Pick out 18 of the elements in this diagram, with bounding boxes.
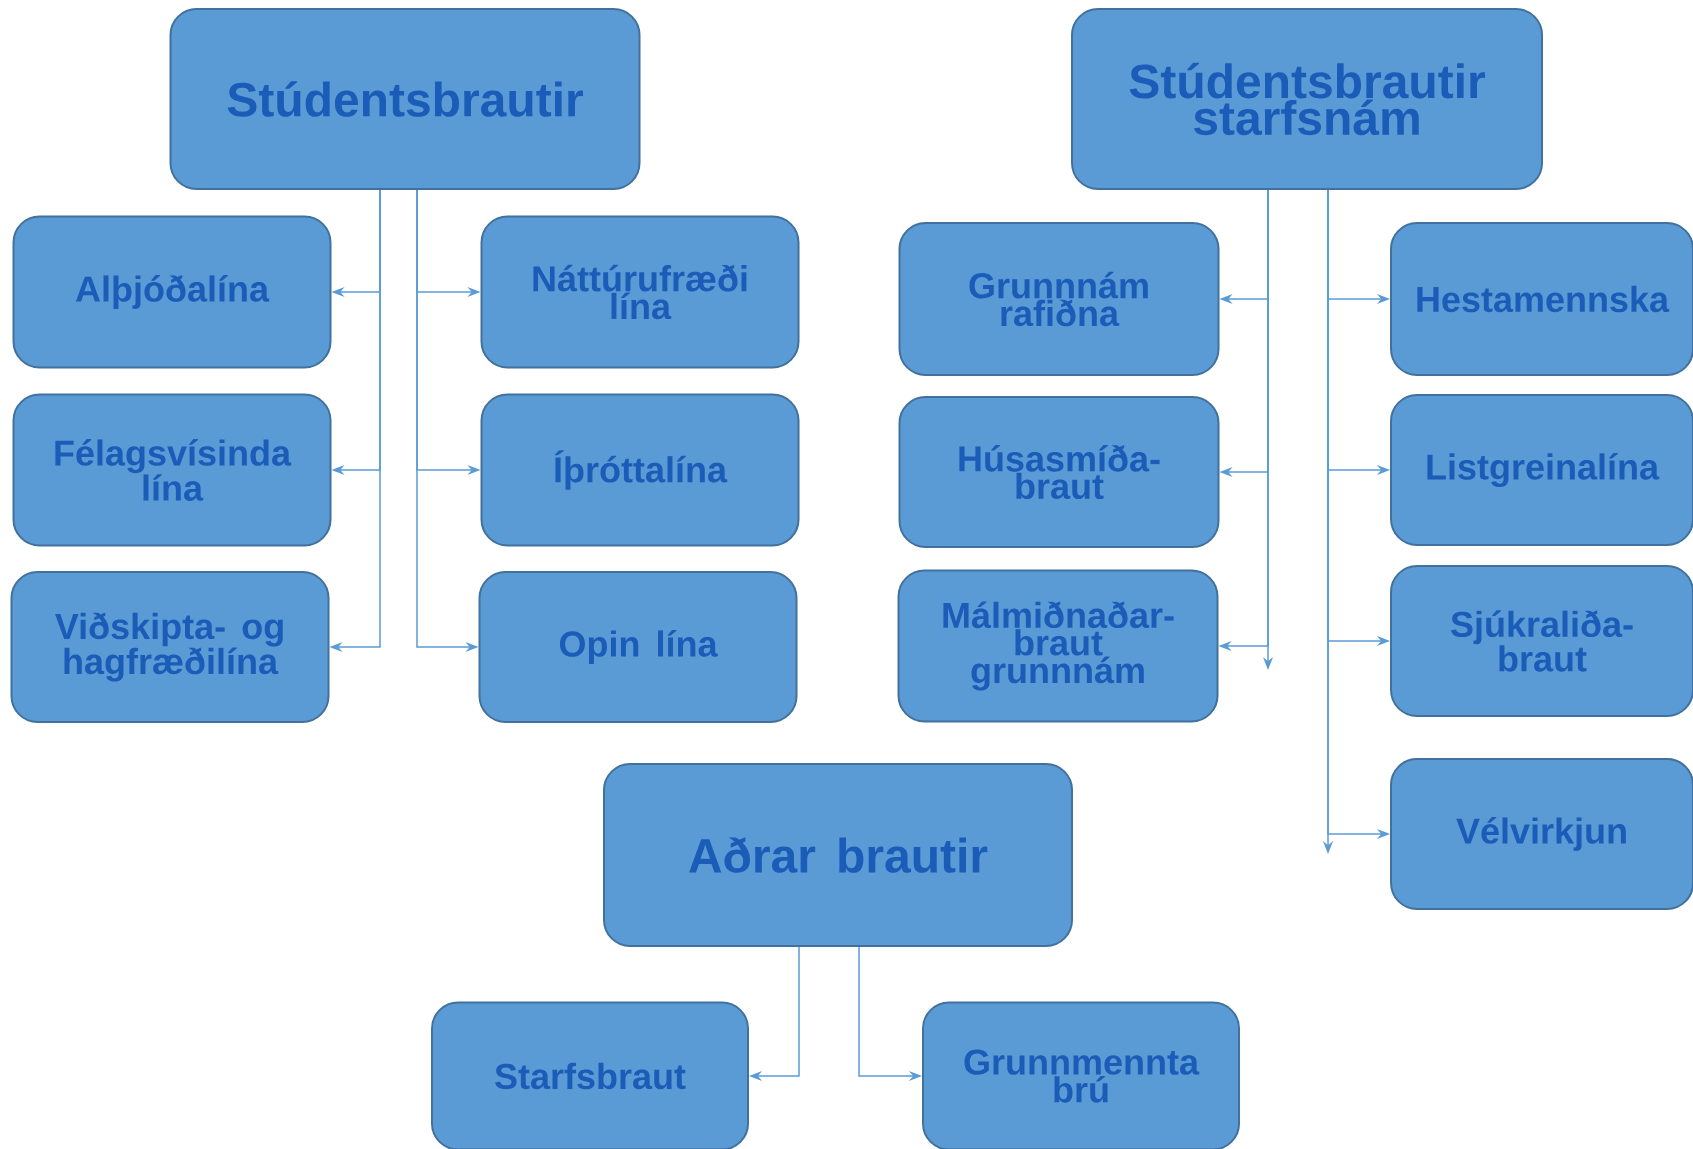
track-box: Vélvirkjun — [1390, 758, 1693, 910]
track-box: Stúdentsbrautir starfsnám — [1071, 8, 1543, 190]
track-box: Viðskipta- og hagfræðilína — [10, 571, 330, 723]
track-box: Húsasmíða- braut — [898, 396, 1220, 548]
track-box: Hestamennska — [1390, 222, 1693, 376]
track-box: Grunnnám rafiðna — [898, 222, 1220, 376]
track-box: Alþjóðalína — [12, 215, 332, 369]
track-box: Félagsvísinda lína — [12, 393, 332, 547]
track-box: Málmiðnaðar- braut grunnnám — [897, 569, 1219, 723]
track-box: Listgreinalína — [1390, 394, 1693, 546]
track-box: Aðrar brautir — [603, 763, 1073, 947]
track-box: Opin lína — [478, 571, 798, 723]
track-box: Sjúkraliða- braut — [1390, 565, 1693, 717]
track-box: Íþróttalína — [480, 393, 800, 547]
track-box: Náttúrufræði lína — [480, 215, 800, 369]
track-box: Stúdentsbrautir — [169, 8, 641, 190]
track-box: Starfsbraut — [431, 1001, 749, 1149]
track-box: Grunnmennta brú — [922, 1001, 1240, 1149]
